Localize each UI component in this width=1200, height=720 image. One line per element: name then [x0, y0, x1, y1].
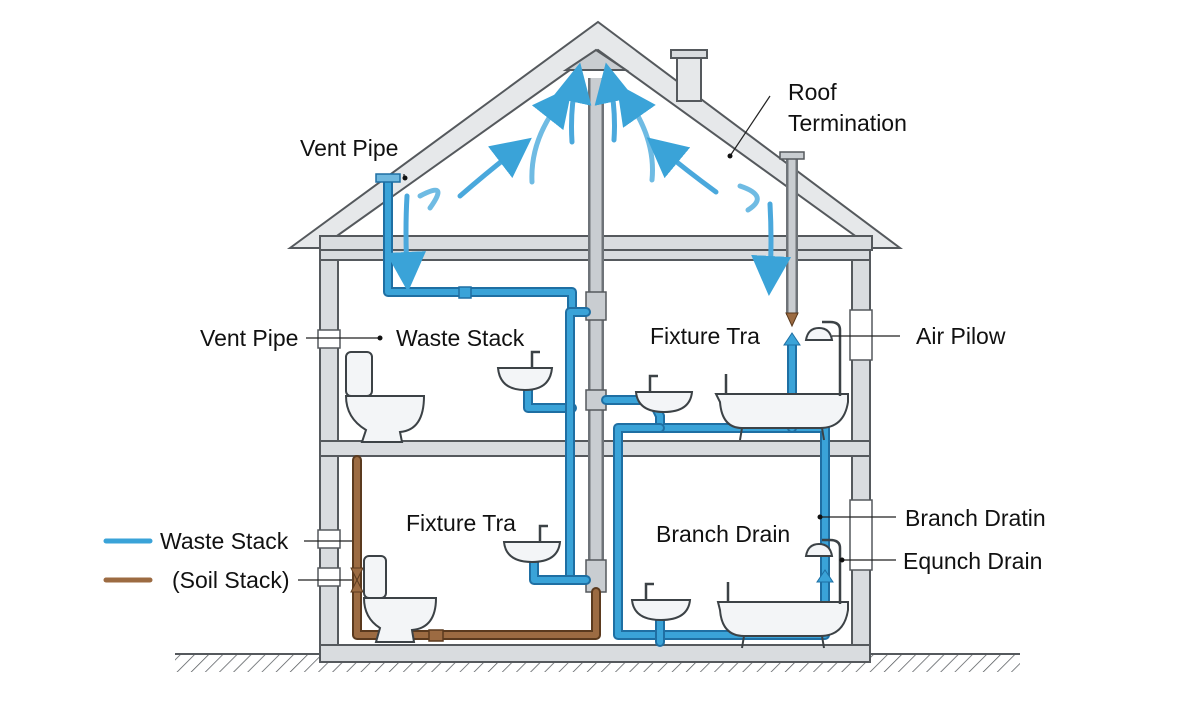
leader-lines — [298, 95, 900, 581]
label-waste-stack: Waste Stack — [396, 325, 525, 351]
air-arrow-left-curl — [417, 187, 441, 211]
upper-shower-head — [804, 320, 842, 396]
air-arrow-left-down — [386, 193, 427, 292]
label-vent-pipe-top: Vent Pipe — [300, 135, 398, 161]
label-branch-drain-center: Branch Drain — [656, 521, 790, 547]
lower-bathtub — [716, 582, 849, 649]
air-arrow-left-diag — [457, 137, 532, 199]
label-fixture-trap-lower: Fixture Tra — [406, 510, 516, 536]
roof-termination-pipe — [779, 151, 805, 328]
upper-sink — [496, 350, 554, 392]
lower-shower-head — [804, 538, 842, 604]
foundation — [319, 644, 871, 663]
legend-waste-label: Waste Stack — [160, 528, 289, 554]
fixtures — [344, 320, 849, 649]
upper-toilet — [344, 351, 426, 443]
label-roof-termination: Roof Termination — [788, 79, 907, 136]
lower-toilet — [362, 555, 438, 643]
label-roof-termination-line1: Roof — [788, 79, 837, 105]
labels: Vent Pipe Roof Termination Vent Pipe Was… — [200, 79, 1046, 574]
label-vent-pipe-left: Vent Pipe — [200, 325, 298, 351]
label-roof-termination-line2: Termination — [788, 110, 907, 136]
air-flow-arrows — [386, 62, 792, 296]
legend-soil-label: (Soil Stack) — [172, 567, 290, 593]
air-arrow-center-left — [552, 62, 592, 145]
air-arrow-center-right — [594, 62, 634, 143]
soil-stack — [350, 455, 601, 642]
lower-right-sink — [630, 582, 692, 622]
chimney — [676, 54, 702, 102]
air-arrow-right-curl — [737, 183, 760, 213]
lower-sink — [502, 524, 562, 564]
air-arrow-right-diag — [646, 137, 719, 195]
air-arrow-right-down — [751, 201, 792, 296]
upper-right-sink — [634, 374, 694, 414]
label-fixture-trap-upper: Fixture Tra — [650, 323, 760, 349]
label-equnch-drain: Equnch Drain — [903, 548, 1042, 574]
air-arrow-left-up — [529, 86, 573, 185]
upper-bathtub — [714, 374, 849, 441]
label-branch-drain-right: Branch Dratin — [905, 505, 1046, 531]
label-air-pillow: Air Pilow — [916, 323, 1006, 349]
air-arrow-right-up — [616, 83, 656, 183]
legend: Waste Stack (Soil Stack) — [103, 528, 290, 593]
